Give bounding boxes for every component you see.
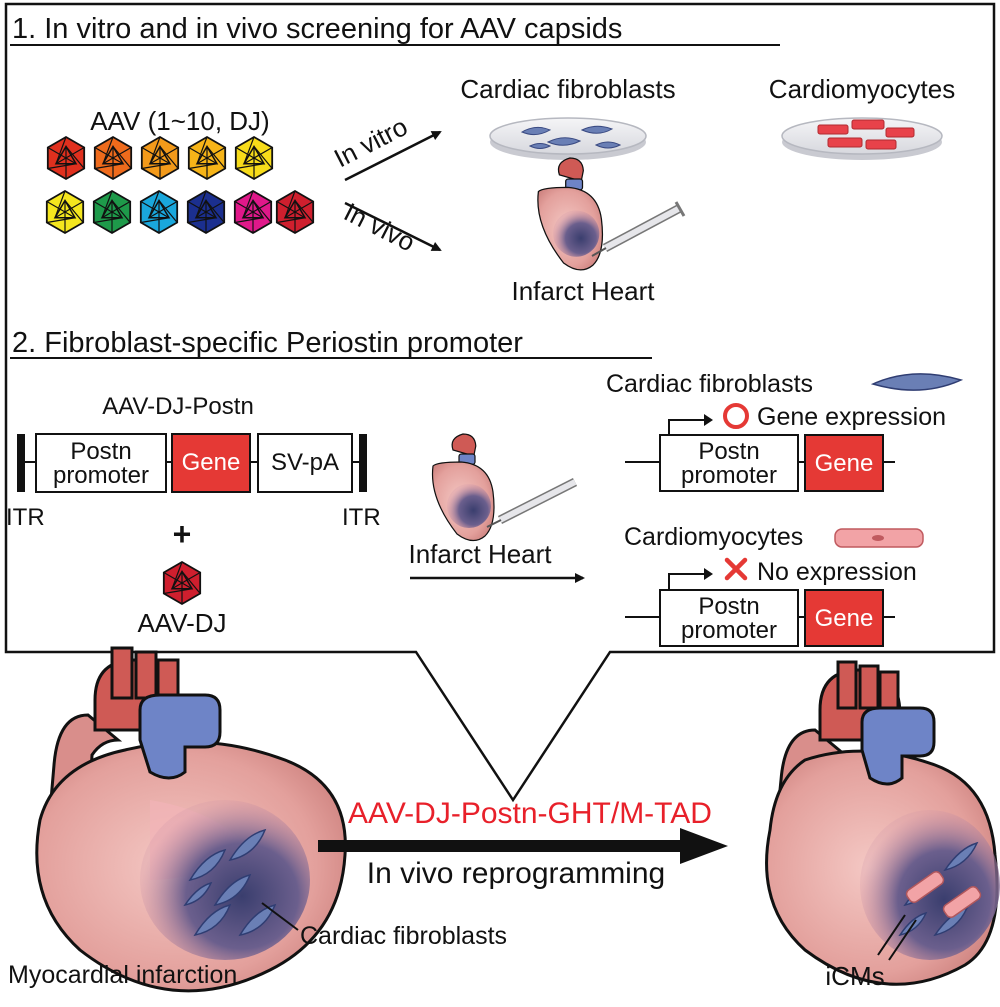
- no-expression-cross-icon: [724, 557, 748, 581]
- fibro-promoter-arrowhead: [704, 414, 713, 426]
- process-label: In vivo reprogramming: [367, 857, 665, 890]
- cm-promoter-line1: Postn: [698, 593, 759, 620]
- aav-label: AAV (1~10, DJ): [90, 106, 269, 136]
- fibro-label: Cardiac fibroblasts: [606, 370, 813, 398]
- small-infarct-heart-icon-2: [431, 433, 495, 542]
- cm-gene-label: Gene: [815, 605, 874, 632]
- aav-capsid-icon: [234, 135, 274, 181]
- fibro-result: Gene expression: [757, 403, 946, 431]
- fibro-promoter-arrow: [668, 419, 706, 434]
- cm-promoter-box: [659, 589, 799, 647]
- section1-title: 1. In vitro and in vivo screening for AA…: [12, 13, 622, 45]
- right-heart-illustration: [765, 660, 1000, 986]
- infarct-heart-label-2: Infarct Heart: [408, 539, 552, 569]
- icm-label: iCMs: [825, 961, 884, 991]
- aav-capsid-icon: [140, 135, 180, 181]
- aav-capsid-icon: [139, 189, 179, 235]
- fibroblast-cell-icon: [870, 373, 964, 391]
- fibro-promoter-line2: promoter: [681, 462, 777, 489]
- in-vitro-arrow: [344, 130, 442, 182]
- fibro-promoter-box: [659, 434, 799, 492]
- promoter-line1: Postn: [70, 438, 131, 465]
- gene-label: Gene: [182, 449, 241, 476]
- aav-capsid-grid: [45, 135, 315, 235]
- fibro-promoter-line1: Postn: [698, 438, 759, 465]
- infarct-heart-label: Infarct Heart: [511, 276, 655, 306]
- fibro-gene-box: [804, 434, 884, 492]
- fibro-gene-label: Gene: [815, 450, 874, 477]
- plus-sign: +: [173, 516, 192, 552]
- aav-dj-label: AAV-DJ: [137, 608, 226, 638]
- cardiac-fibroblasts-label: Cardiac fibroblasts: [460, 74, 675, 104]
- cm-result: No expression: [757, 558, 917, 586]
- aav-capsid-icon: [45, 189, 85, 235]
- aav-dj-capsid-icon: [162, 560, 202, 606]
- aav-capsid-icon: [275, 189, 315, 235]
- aav-capsid-icon: [187, 135, 227, 181]
- aav-capsid-icon: [46, 135, 86, 181]
- in-vivo-arrow: [344, 201, 442, 252]
- cm-promoter-arrow: [668, 573, 706, 590]
- promoter-line2: promoter: [53, 462, 149, 489]
- small-infarct-heart-icon: [537, 157, 604, 271]
- cardiomyocyte-cell-icon: [834, 528, 924, 548]
- vector-label: AAV-DJ-Postn-GHT/M-TAD: [348, 797, 712, 830]
- cm-promoter-arrowhead: [704, 568, 713, 580]
- itr-right-label: ITR: [342, 504, 381, 531]
- aav-capsid-icon: [92, 189, 132, 235]
- aav-capsid-icon: [93, 135, 133, 181]
- syringe-icon-2: [486, 477, 578, 528]
- gene-expression-circle-icon: [723, 403, 749, 429]
- polya-label: SV-pA: [271, 449, 339, 476]
- cm-promoter-line2: promoter: [681, 617, 777, 644]
- aav-construct: [17, 433, 367, 493]
- left-heart-label: Myocardial infarction: [8, 961, 237, 989]
- aav-capsid-icon: [186, 189, 226, 235]
- cm-gene-box: [804, 589, 884, 647]
- reprogramming-arrow: [318, 828, 728, 864]
- section2-title: 2. Fibroblast-specific Periostin promote…: [12, 327, 523, 359]
- cm-label: Cardiomyocytes: [624, 523, 803, 551]
- construct-label: AAV-DJ-Postn: [102, 393, 254, 420]
- syringe-icon: [591, 201, 686, 257]
- aav-dj-capsid-hexagon: [162, 560, 202, 606]
- left-heart-illustration: [35, 646, 347, 993]
- aav-capsid-icon: [233, 189, 273, 235]
- fibroblast-dish-icon: [489, 117, 647, 160]
- fibroblast-callout: Cardiac fibroblasts: [300, 922, 507, 950]
- cardiomyocyte-dish-icon: [781, 117, 943, 160]
- itr-left-label: ITR: [6, 504, 45, 531]
- cardiomyocytes-label: Cardiomyocytes: [769, 74, 955, 104]
